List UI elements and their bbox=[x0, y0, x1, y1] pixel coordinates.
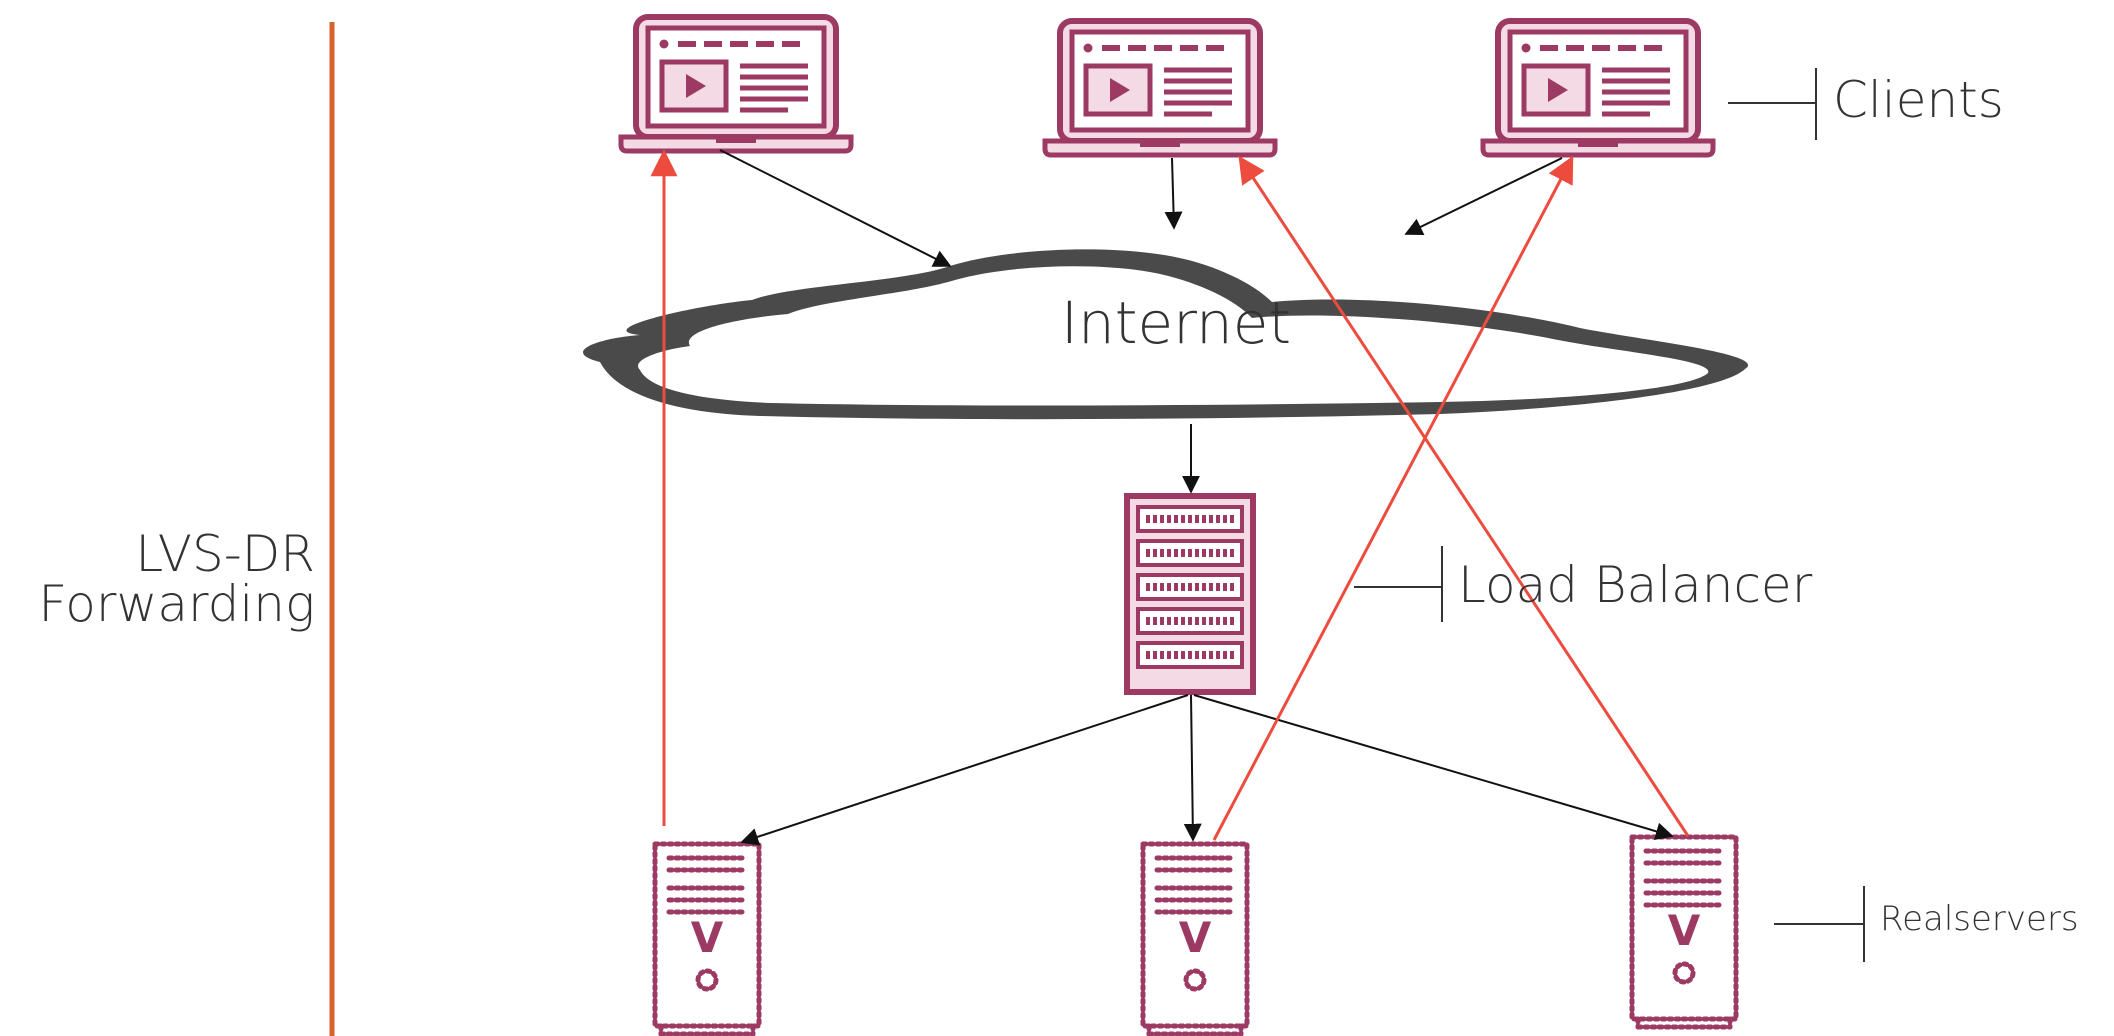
clients-label: Clients bbox=[1833, 71, 2004, 129]
realserver-2-glyph: V bbox=[1179, 913, 1212, 962]
edge-client3-internet bbox=[1404, 157, 1563, 235]
title-line-1: LVS-DR bbox=[135, 525, 315, 583]
load-balancer-label: Load Balancer bbox=[1458, 556, 1813, 614]
realserver-1-icon[interactable]: V bbox=[655, 844, 759, 1034]
load-balancer-rack-icon[interactable] bbox=[1127, 496, 1253, 692]
client-1-laptop-icon[interactable] bbox=[621, 17, 851, 151]
edge-lb-realserver1 bbox=[740, 694, 1189, 846]
edge-realserver2-client3 bbox=[1212, 155, 1574, 841]
edge-lb-realserver3 bbox=[1193, 694, 1674, 841]
realserver-3-glyph: V bbox=[1668, 906, 1701, 955]
edge-client2-internet bbox=[1164, 157, 1183, 230]
client-2-laptop-icon[interactable] bbox=[1045, 21, 1275, 155]
internet-label: Internet bbox=[1061, 289, 1291, 357]
client-3-laptop-icon[interactable] bbox=[1483, 21, 1713, 155]
title-line-2: Forwarding bbox=[38, 575, 315, 633]
realservers-label: Realservers bbox=[1880, 899, 2079, 939]
realserver-2-icon[interactable]: V bbox=[1143, 844, 1247, 1034]
realserver-3-icon[interactable]: V bbox=[1632, 837, 1736, 1027]
edge-lb-realserver2 bbox=[1183, 694, 1202, 842]
edge-client1-internet bbox=[719, 149, 952, 267]
edge-realserver3-client2 bbox=[1238, 155, 1690, 837]
realserver-1-glyph: V bbox=[691, 913, 724, 962]
